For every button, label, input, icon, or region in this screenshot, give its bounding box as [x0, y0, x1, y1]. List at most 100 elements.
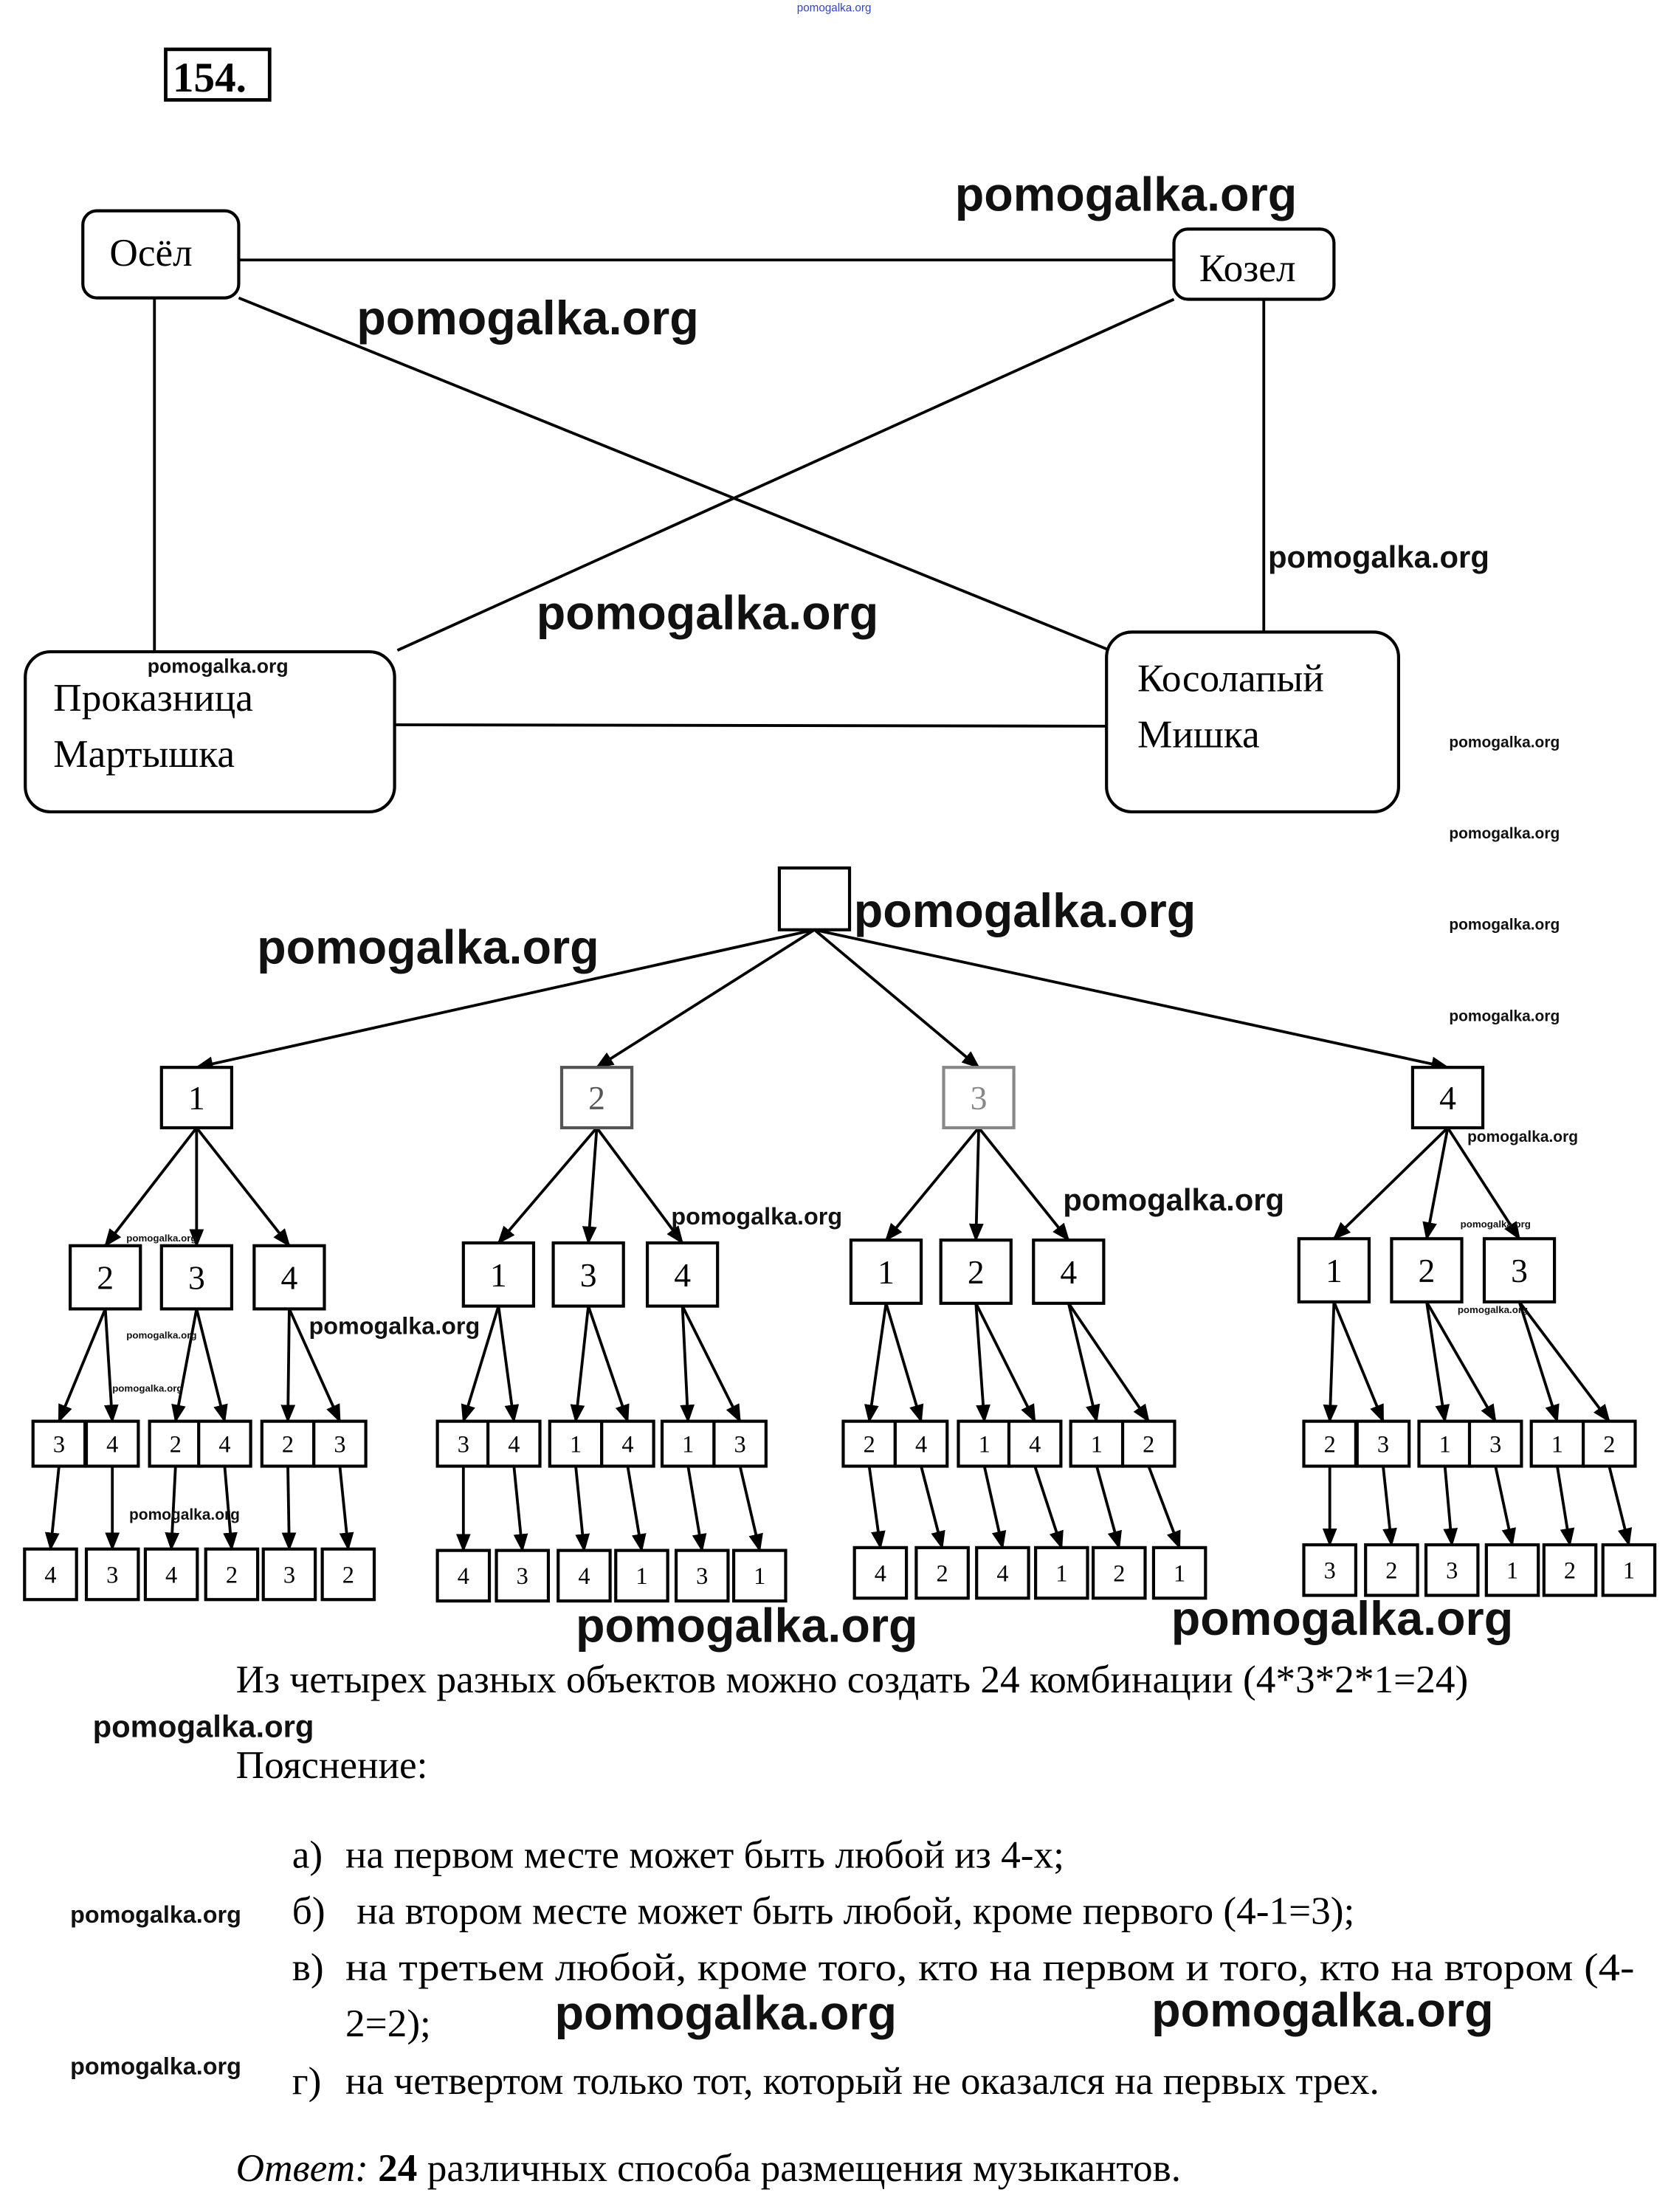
- tree-level1-box: 4: [1410, 1066, 1485, 1130]
- tree-edge-l2-l3: [1067, 1302, 1150, 1423]
- tree-edge-l2-l3: [171, 1309, 199, 1424]
- tree-edge-l2-l3: [1517, 1301, 1560, 1423]
- watermark-text: pomogalka.org: [854, 883, 1196, 937]
- tree-edge-l2-l3: [1425, 1300, 1497, 1423]
- tree-edge-l3-l4: [686, 1466, 707, 1553]
- tree-level3-box: 1: [1529, 1419, 1585, 1468]
- item-c-continuation: 2=2);: [345, 2002, 431, 2045]
- watermark-text: pomogalka.org: [1449, 917, 1560, 934]
- tree-level4-box: 3: [495, 1548, 551, 1603]
- summary-text: Из четырех разных объектов можно создать…: [236, 1658, 1469, 1701]
- tree-level3-box-label: 4: [1029, 1430, 1041, 1457]
- tree-level4-box: 4: [557, 1548, 612, 1603]
- tree-edge-l2-l3: [864, 1303, 888, 1424]
- watermark-text: pomogalka.org: [126, 1233, 196, 1244]
- tree-level2-box-label: 2: [968, 1253, 985, 1291]
- tree-edge-l2-l3: [497, 1306, 520, 1424]
- tree-level2-box-label: 4: [1060, 1253, 1077, 1291]
- tree-level3-box: 4: [486, 1419, 542, 1468]
- tree-edge-root-3: [813, 928, 980, 1069]
- permutation-tree: 1234433244242332213443314414133131244221…: [23, 866, 1657, 1603]
- tree-level4-box: 4: [435, 1548, 492, 1603]
- tree-level4-box: 4: [975, 1546, 1030, 1600]
- item-a-text: на первом месте может быть любой из 4-х;: [345, 1833, 1064, 1877]
- tree-edge-l1-l2: [497, 1126, 599, 1244]
- tree-level4-box-label: 3: [1446, 1557, 1458, 1584]
- node-monkey: Проказница Мартышка: [24, 650, 396, 814]
- edge-goat-monkey: [396, 297, 1175, 652]
- tree-level4-box: 1: [1034, 1546, 1089, 1600]
- explanation-text: Из четырех разных объектов можно создать…: [236, 1658, 1635, 2190]
- tree-level2-box: 4: [252, 1244, 326, 1311]
- tree-level3-box: 3: [1355, 1419, 1411, 1468]
- tree-level4-box: 2: [1364, 1543, 1419, 1597]
- tree-level4-box: 1: [731, 1548, 788, 1603]
- problem-number: 154.: [164, 47, 272, 102]
- tree-level4-box-label: 3: [283, 1561, 295, 1588]
- tree-edge-l2-l3: [974, 1302, 1036, 1423]
- item-d-text: на четвертом только тот, который не оказ…: [345, 2059, 1379, 2103]
- tree-level3-box-label: 2: [1603, 1430, 1615, 1457]
- tree-edge-root-4: [814, 928, 1450, 1072]
- watermark-text: pomogalka.org: [537, 586, 879, 640]
- tree-level4-box: 1: [614, 1548, 669, 1603]
- edge-monkey-bear: [394, 723, 1107, 728]
- tree-edge-l1-l2: [195, 1126, 291, 1247]
- tree-edge-l3-l4: [1382, 1466, 1397, 1547]
- watermark-text: pomogalka.org: [356, 291, 699, 345]
- tree-level4-box-label: 1: [635, 1562, 647, 1589]
- tree-level4-box: 2: [1092, 1546, 1147, 1600]
- tree-edge-l3-l4: [338, 1466, 354, 1551]
- svg-text:Косолапый: Косолапый: [1137, 656, 1324, 700]
- tree-edge-l3-l4: [1147, 1465, 1181, 1550]
- tree-level2-box-label: 3: [1511, 1252, 1528, 1289]
- tree-level3-box: 3: [31, 1419, 87, 1468]
- svg-text:Проказница: Проказница: [53, 676, 253, 720]
- tree-level4-box-label: 1: [1506, 1557, 1518, 1584]
- watermark-text: pomogalka.org: [70, 1901, 241, 1928]
- tree-level2-box-label: 4: [281, 1259, 298, 1297]
- relationship-graph: Осёл Козел Проказница Мартышка Косолапый…: [24, 209, 1401, 814]
- tree-edge-l3-l4: [223, 1466, 238, 1551]
- svg-text:Мартышка: Мартышка: [53, 732, 235, 776]
- tree-level3-box-label: 4: [621, 1430, 633, 1457]
- tree-level4-box-label: 2: [342, 1561, 354, 1588]
- tree-level4-box-label: 4: [165, 1561, 177, 1588]
- tree-level3-box: 2: [841, 1419, 897, 1468]
- tree-edge-l2-l3: [58, 1308, 107, 1423]
- watermark-text: pomogalka.org: [576, 1598, 918, 1652]
- tree-level3-box: 3: [435, 1419, 492, 1468]
- tree-edge-l3-l4: [1608, 1466, 1633, 1547]
- tree-level4-box: 2: [1542, 1543, 1598, 1597]
- tree-level2-box: 4: [1032, 1238, 1106, 1305]
- tree-level3-box-label: 4: [915, 1430, 927, 1457]
- tree-level2-box-label: 1: [878, 1253, 895, 1291]
- item-b-marker: б): [292, 1889, 325, 1933]
- node-donkey: Осёл: [81, 209, 241, 300]
- tree-level3-box: 2: [1302, 1419, 1357, 1468]
- tree-level4-box: 3: [261, 1547, 317, 1602]
- watermark-text: pomogalka.org: [93, 1709, 314, 1744]
- tree-level2-box: 1: [1297, 1237, 1371, 1303]
- watermark-text: pomogalka.org: [1268, 540, 1489, 574]
- tree-level4-box-label: 4: [875, 1560, 886, 1586]
- tree-level4-box: 4: [23, 1547, 78, 1602]
- tree-level3-box-label: 3: [53, 1430, 65, 1457]
- tree-level3-box-label: 2: [864, 1430, 875, 1457]
- watermark-text: pomogalka.org: [126, 1329, 196, 1340]
- edge-donkey-bear: [238, 296, 1107, 650]
- tree-level2-box-label: 4: [674, 1256, 691, 1294]
- watermark-text: pomogalka.org: [112, 1383, 182, 1394]
- tree-level3-box: 4: [1007, 1419, 1063, 1468]
- tree-level3-box-label: 3: [1377, 1430, 1389, 1457]
- tree-edge-l1-l2: [968, 1127, 984, 1242]
- tree-level4-box-label: 3: [1324, 1557, 1336, 1584]
- watermarks: pomogalka.org pomogalka.org pomogalka.org p…: [70, 168, 1578, 2080]
- tree-level4-box: 3: [1302, 1543, 1357, 1597]
- tree-edge-l1-l2: [977, 1126, 1070, 1242]
- answer-number: 24: [378, 2146, 417, 2190]
- explanation-heading: Пояснение:: [236, 1743, 428, 1787]
- watermark-text: pomogalka.org: [1467, 1129, 1578, 1145]
- tree-level3-box-label: 2: [1143, 1430, 1154, 1457]
- item-d-marker: г): [292, 2059, 322, 2103]
